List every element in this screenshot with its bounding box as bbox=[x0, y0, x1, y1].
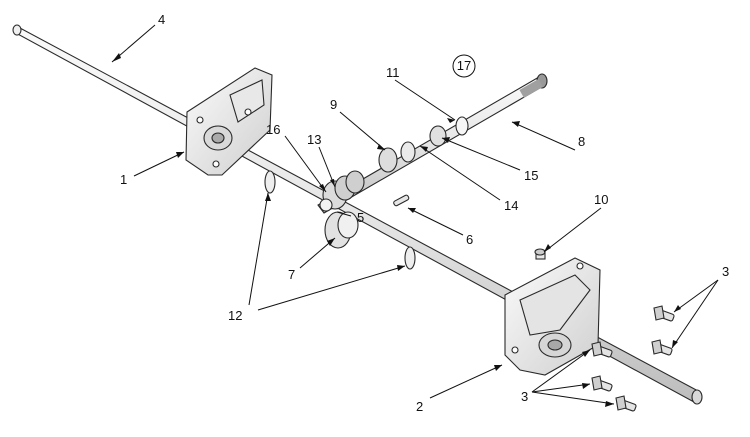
callout-6: 6 bbox=[466, 232, 473, 247]
callout-14: 14 bbox=[504, 198, 518, 213]
bearing-collar bbox=[378, 147, 398, 173]
worm-gear bbox=[319, 170, 365, 212]
washer-right bbox=[404, 246, 416, 270]
washer-left bbox=[264, 170, 276, 194]
snap-ring bbox=[455, 116, 469, 136]
grease-fitting bbox=[534, 248, 546, 260]
bolt-1 bbox=[653, 305, 675, 322]
callout-15: 15 bbox=[524, 168, 538, 183]
right-housing bbox=[504, 257, 601, 376]
bolt-4 bbox=[591, 375, 613, 392]
callout-9: 9 bbox=[330, 97, 337, 112]
roll-pin bbox=[393, 194, 410, 207]
callout-13: 13 bbox=[307, 132, 321, 147]
spacer bbox=[400, 141, 416, 163]
callout-2: 2 bbox=[416, 399, 423, 414]
callout-16: 16 bbox=[266, 122, 280, 137]
bolt-2 bbox=[651, 339, 673, 356]
callout-4: 4 bbox=[158, 12, 165, 27]
callout-11: 11 bbox=[386, 65, 400, 80]
callout-17: 17 bbox=[457, 58, 471, 73]
leader-arrowheads bbox=[112, 53, 681, 407]
callout-labels: 1 2 3 3 4 5 6 7 8 9 10 11 12 13 14 15 16… bbox=[120, 12, 729, 414]
bolt-3 bbox=[591, 341, 613, 358]
bearing-15 bbox=[429, 125, 447, 147]
callout-3-upper: 3 bbox=[722, 264, 729, 279]
callout-10: 10 bbox=[594, 192, 608, 207]
leader-lines bbox=[111, 24, 719, 405]
left-housing bbox=[185, 67, 273, 176]
callout-17-circle bbox=[452, 54, 476, 78]
callout-8: 8 bbox=[578, 134, 585, 149]
bolt-5 bbox=[615, 395, 637, 412]
callout-5: 5 bbox=[357, 210, 364, 225]
callout-7: 7 bbox=[288, 267, 295, 282]
callout-12: 12 bbox=[228, 308, 242, 323]
callout-1: 1 bbox=[120, 172, 127, 187]
callout-3-lower: 3 bbox=[521, 389, 528, 404]
